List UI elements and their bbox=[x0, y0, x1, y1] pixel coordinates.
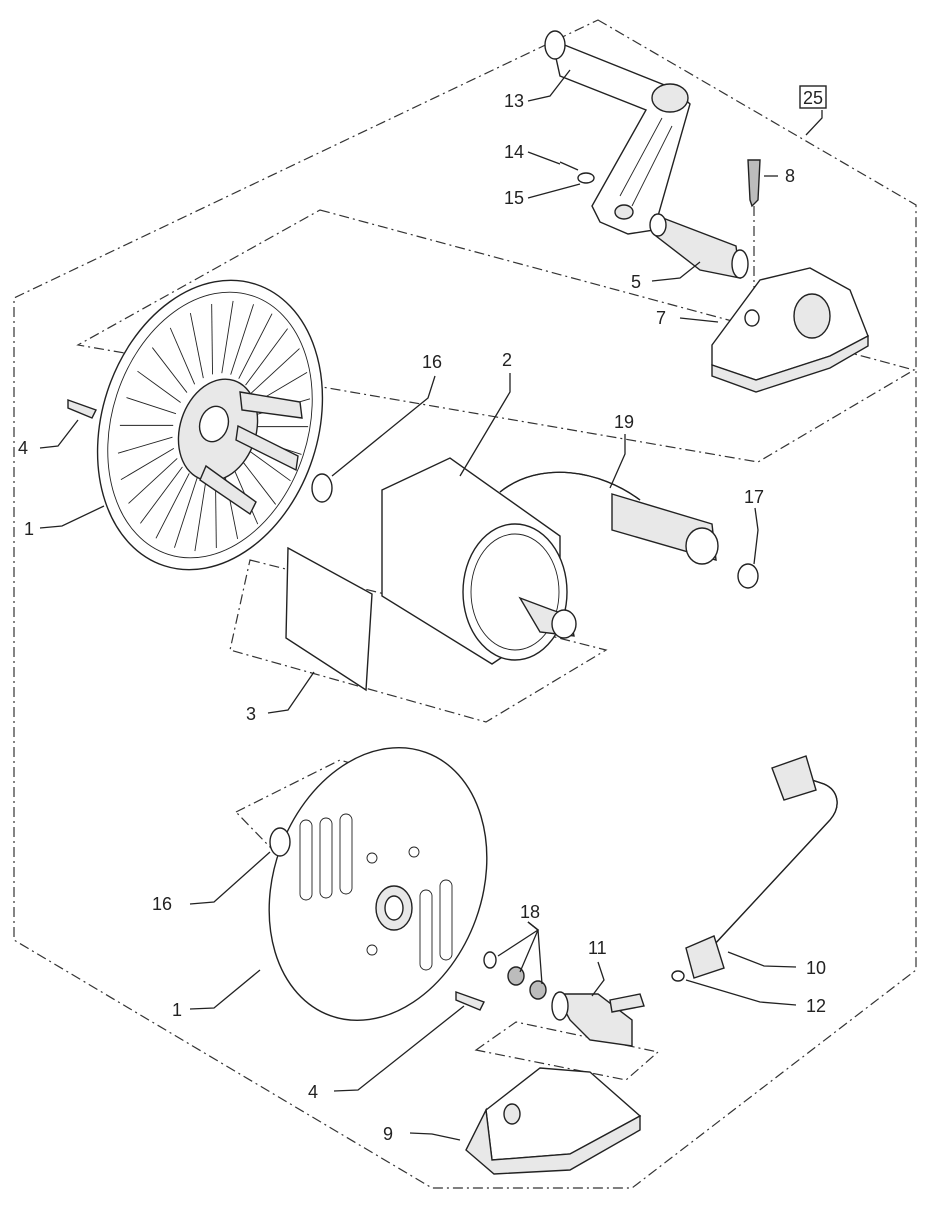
disc-spoke bbox=[221, 300, 234, 374]
hose-19 bbox=[499, 471, 719, 565]
callout-15: 15 bbox=[504, 188, 524, 208]
elbow-connector-11 bbox=[551, 991, 645, 1047]
ring-16-upper bbox=[311, 473, 333, 503]
disc-spoke bbox=[247, 449, 291, 482]
callout-9: 9 bbox=[383, 1124, 393, 1144]
disc-spoke bbox=[250, 348, 300, 394]
callout-4-upper: 4 bbox=[18, 438, 28, 458]
washers-18 bbox=[483, 951, 547, 1000]
callout-8: 8 bbox=[785, 166, 795, 186]
callout-11: 11 bbox=[588, 938, 607, 958]
disc-spoke bbox=[189, 313, 204, 379]
outer-assembly-outline bbox=[13, 19, 917, 1189]
shaft-5 bbox=[649, 213, 749, 279]
callout-labels: 13 14 15 8 5 7 16 2 19 4 17 1 3 16 18 11… bbox=[18, 91, 826, 1144]
callout-7: 7 bbox=[656, 308, 666, 328]
callout-13: 13 bbox=[504, 91, 524, 111]
assembly-label-text: 25 bbox=[803, 88, 823, 108]
disc-spoke bbox=[194, 478, 207, 552]
callout-18: 18 bbox=[520, 902, 540, 922]
disc-spoke bbox=[240, 459, 277, 505]
leader-lines bbox=[39, 69, 823, 1141]
cover-3 bbox=[285, 546, 373, 692]
callout-16-upper: 16 bbox=[422, 352, 442, 372]
disc-spoke bbox=[126, 397, 177, 415]
callout-4-lower: 4 bbox=[308, 1082, 318, 1102]
callout-5: 5 bbox=[631, 272, 641, 292]
base-subassembly-outline bbox=[474, 1021, 660, 1081]
disc-spoke bbox=[140, 466, 183, 524]
hose-connector-10 bbox=[685, 755, 838, 979]
disc-spoke bbox=[238, 313, 273, 379]
drum-2 bbox=[381, 457, 577, 665]
screw-4-upper bbox=[67, 399, 97, 419]
disc-spoke bbox=[151, 347, 188, 393]
callout-19: 19 bbox=[614, 412, 634, 432]
assembly-label-25: 25 bbox=[799, 85, 827, 109]
callout-12: 12 bbox=[806, 996, 826, 1016]
callout-16-lower: 16 bbox=[152, 894, 172, 914]
callout-1-upper: 1 bbox=[24, 519, 34, 539]
disc-spoke bbox=[245, 328, 288, 386]
washer-15 bbox=[577, 172, 595, 184]
crank-handle bbox=[544, 30, 691, 235]
reel-disc-upper bbox=[96, 279, 324, 571]
callout-17: 17 bbox=[744, 487, 764, 507]
disc-spoke bbox=[169, 327, 196, 385]
disc-spoke bbox=[117, 436, 173, 454]
disc-spoke bbox=[128, 458, 178, 504]
o-ring-12 bbox=[671, 970, 685, 982]
screw-14 bbox=[559, 161, 579, 171]
disc-spoke bbox=[174, 477, 198, 548]
disc-spoke bbox=[137, 370, 181, 403]
base-9 bbox=[465, 1067, 642, 1175]
ring-17 bbox=[737, 563, 759, 589]
ring-16-lower bbox=[269, 827, 291, 857]
wall-bracket-7 bbox=[711, 267, 869, 393]
disc-spoke bbox=[120, 447, 175, 481]
callout-14: 14 bbox=[504, 142, 524, 162]
disc-spoke bbox=[211, 303, 213, 375]
callout-2: 2 bbox=[502, 350, 512, 370]
callout-10: 10 bbox=[806, 958, 826, 978]
callout-3: 3 bbox=[246, 704, 256, 724]
callout-1-lower: 1 bbox=[172, 1000, 182, 1020]
disc-spoke bbox=[155, 473, 190, 539]
disc-spoke bbox=[230, 304, 254, 375]
screw-4-lower bbox=[455, 991, 485, 1011]
